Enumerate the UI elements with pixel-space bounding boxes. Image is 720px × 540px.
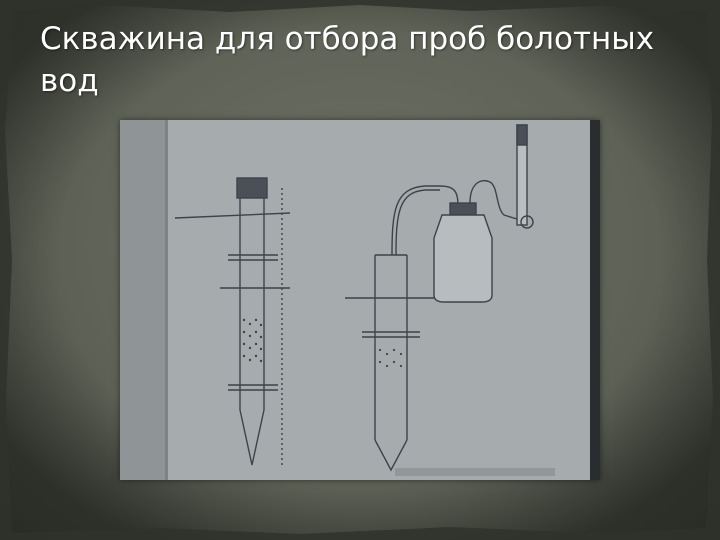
sampling-well-drawing [120,120,600,480]
diagram-photo [120,120,600,480]
slide-title: Скважина для отбора проб болотных вод [40,21,655,99]
